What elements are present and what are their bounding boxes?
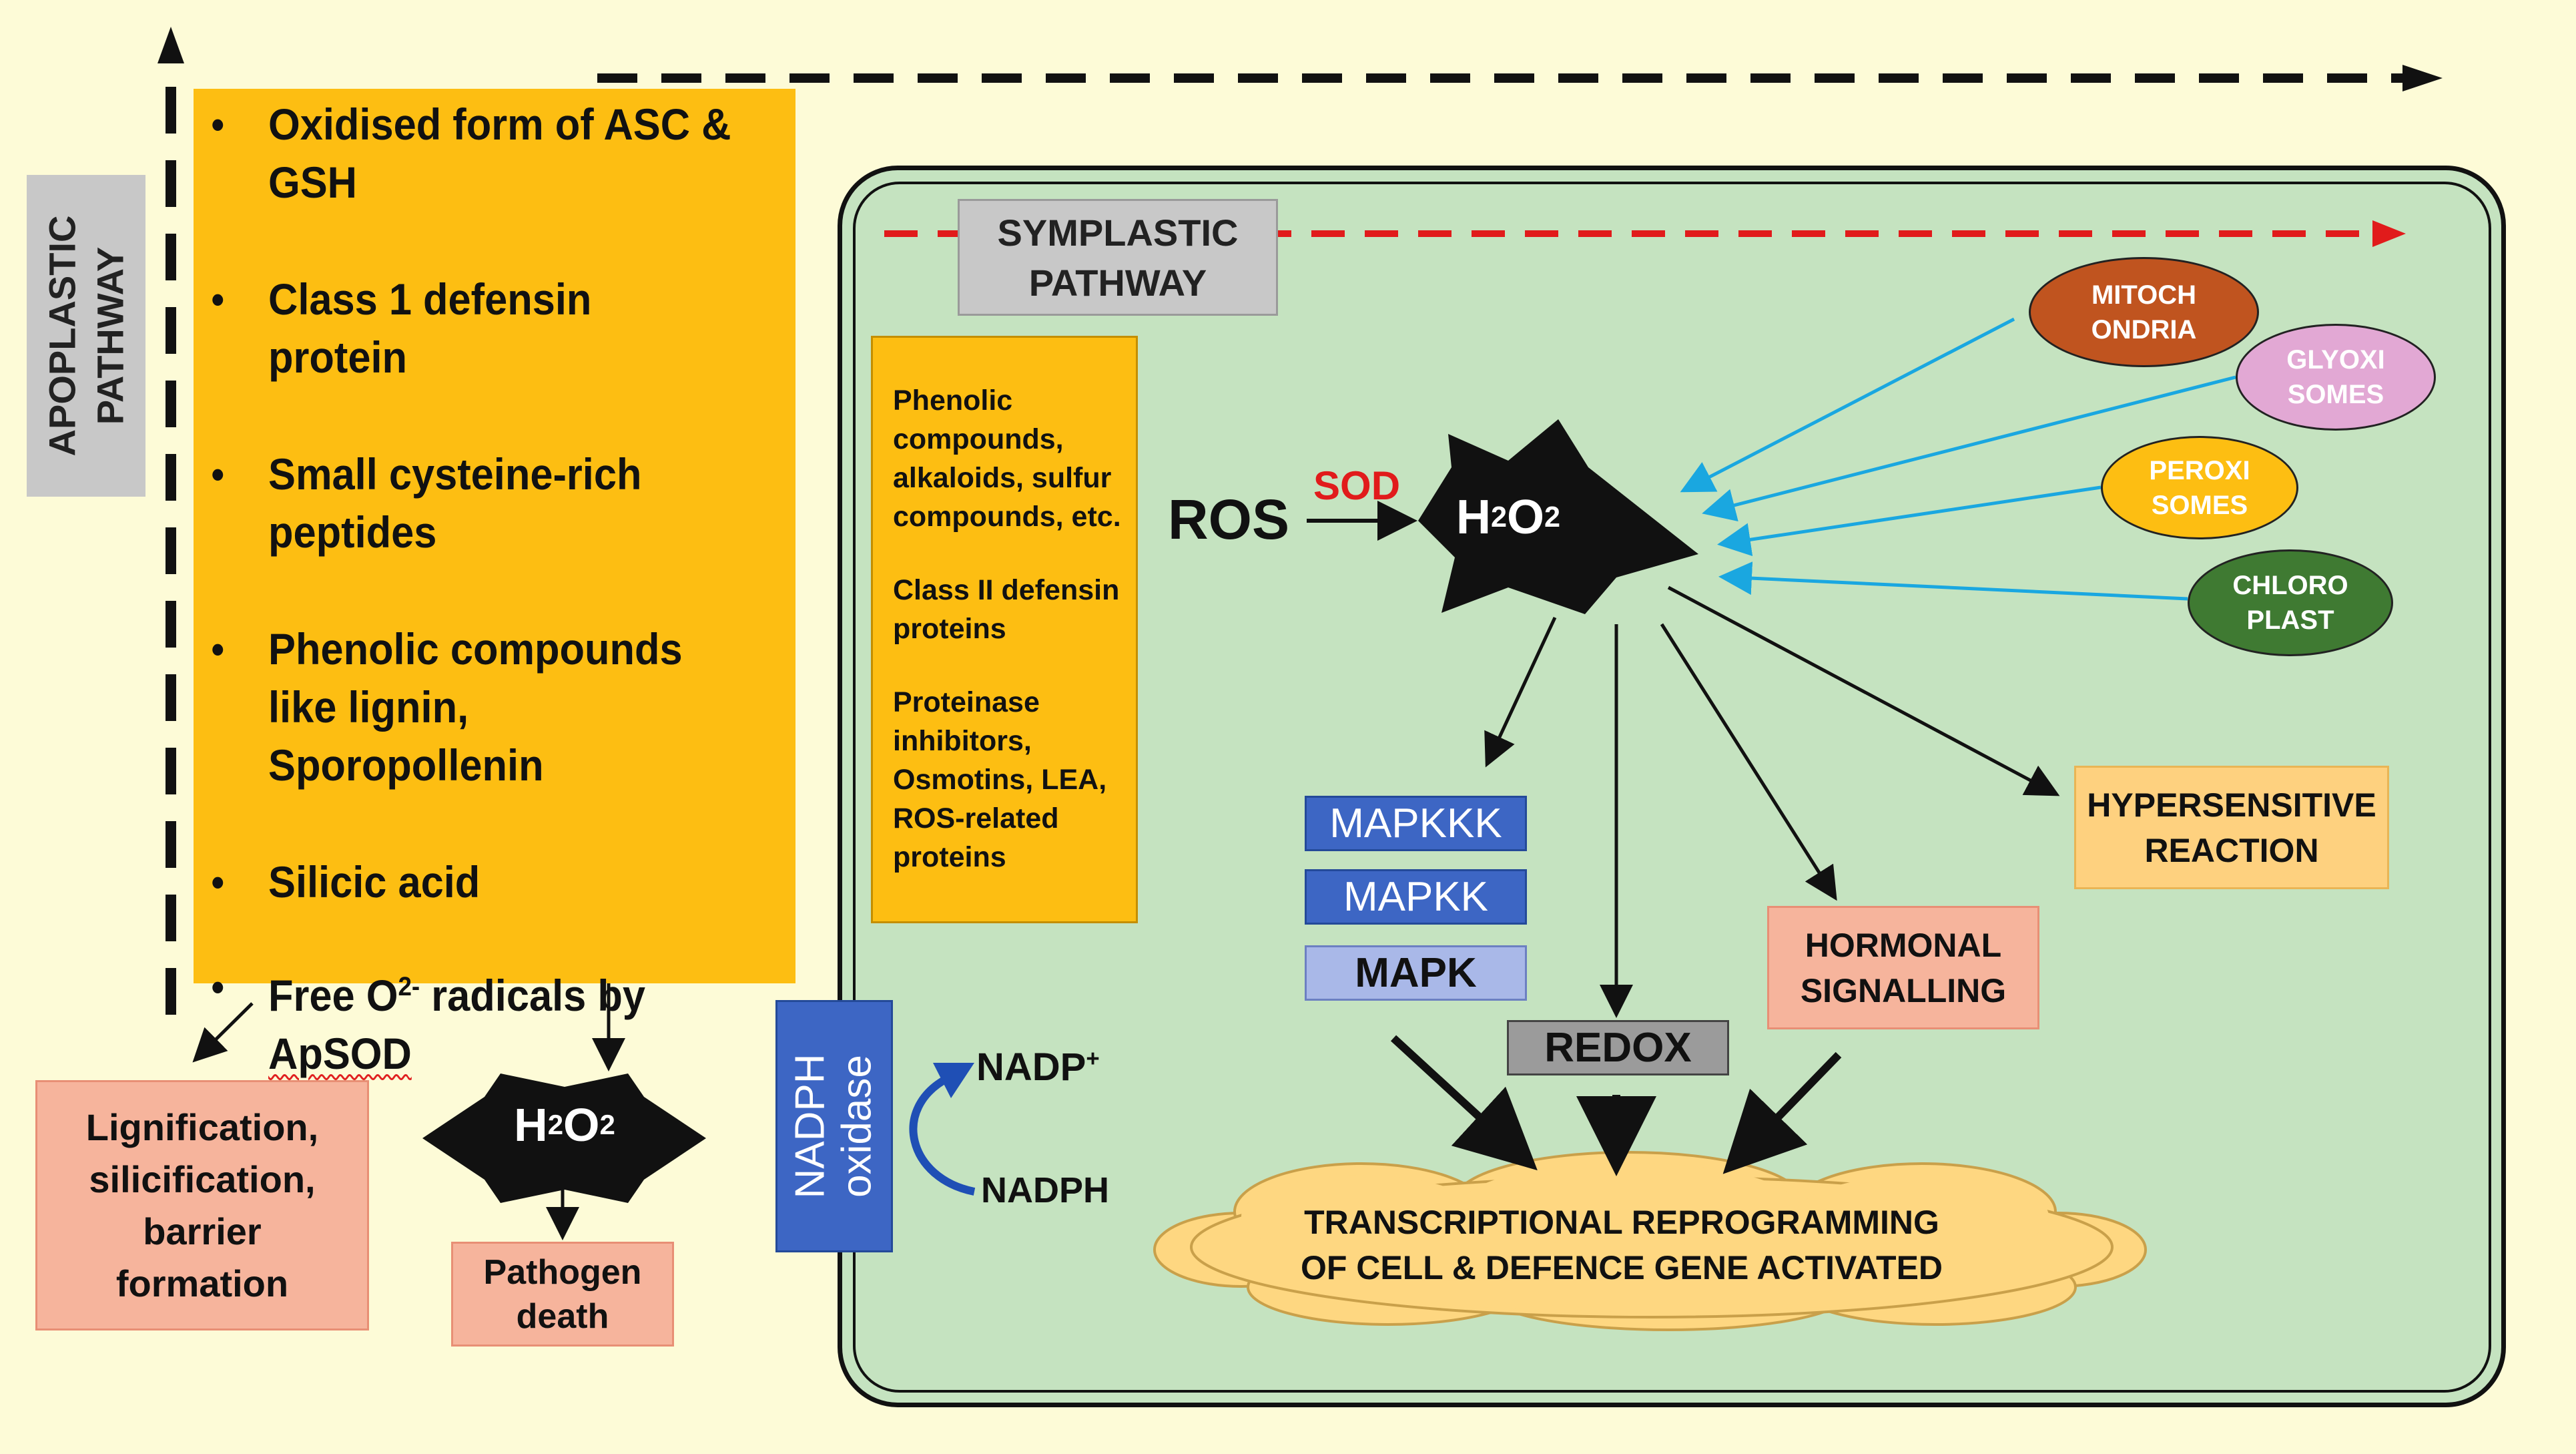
nadph-label: NADPH <box>981 1170 1110 1210</box>
sod-label: SOD <box>1313 463 1401 508</box>
barrier-formation-box: Lignification, silicification, barrier f… <box>35 1080 369 1330</box>
mapkkk-box: MAPKKK <box>1305 796 1527 851</box>
mapk-box: MAPK <box>1305 945 1527 1001</box>
compound-item: Proteinase inhibitors, Osmotins, LEA, RO… <box>893 686 1107 873</box>
apoplastic-item-radicals: Free O2- radicals by ApSOD <box>211 958 734 1083</box>
apoplastic-item: Class 1 defensin protein <box>211 270 734 387</box>
cell-h2o2-star <box>1418 419 1698 614</box>
apoplastic-item: Phenolic compounds like lignin, Sporopol… <box>211 620 734 794</box>
nadph-oxidase-box: NADPH oxidase <box>775 1000 893 1252</box>
plant-cell-membrane <box>853 182 2491 1393</box>
apoplastic-item: Silicic acid <box>211 853 734 911</box>
apoplastic-label-line1: APOPLASTIC <box>41 215 83 457</box>
apoplastic-pathway-label: APOPLASTIC PATHWAY <box>27 175 145 497</box>
compound-item: Phenolic compounds, alkaloids, sulfur co… <box>893 385 1121 533</box>
symplastic-compounds-box: Phenolic compounds, alkaloids, sulfur co… <box>871 336 1138 923</box>
nadp-plus-label: NADP+ <box>976 1045 1100 1089</box>
apoplastic-defense-box: Oxidised form of ASC & GSH Class 1 defen… <box>194 89 795 1078</box>
nadph-curve-arrow <box>909 1074 976 1196</box>
symplastic-pathway-label: SYMPLASTIC PATHWAY <box>958 199 1278 316</box>
apoplastic-item: Small cysteine-rich peptides <box>211 445 734 561</box>
apoplastic-label-line2: PATHWAY <box>89 246 131 425</box>
compound-item: Class II defensin proteins <box>893 574 1120 645</box>
redox-box: REDOX <box>1507 1020 1729 1075</box>
ros-label: ROS <box>1168 488 1290 551</box>
pathogen-death-box: Pathogen death <box>451 1242 674 1347</box>
apoplastic-item: Oxidised form of ASC & GSH <box>211 95 734 212</box>
mapkk-box: MAPKK <box>1305 869 1527 925</box>
apoplastic-h2o2-star <box>422 1073 706 1203</box>
